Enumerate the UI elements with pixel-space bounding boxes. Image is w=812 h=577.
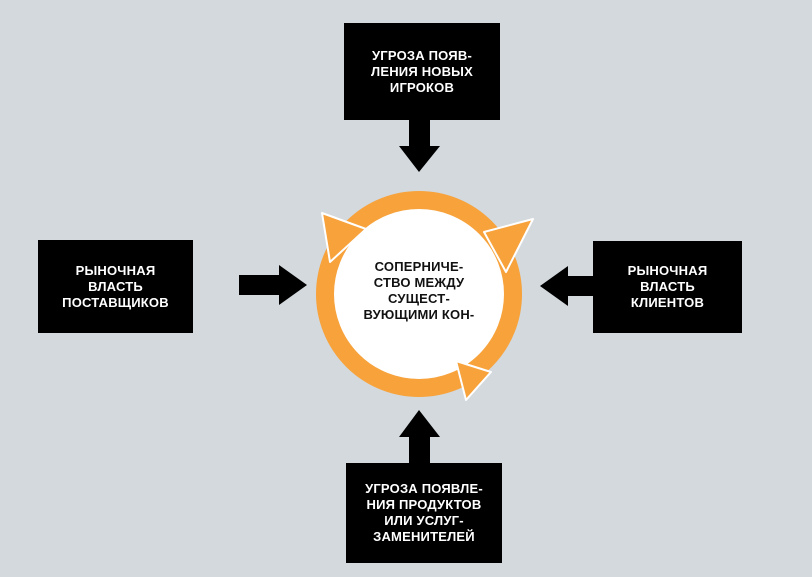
arrow-left-icon: [540, 266, 593, 306]
arrow-right-icon: [239, 265, 307, 305]
arrow-up-icon: [399, 410, 440, 463]
supplier-power-label: РЫНОЧНАЯ ВЛАСТЬ ПОСТАВЩИКОВ: [62, 262, 169, 310]
buyer-power-box: РЫНОЧНАЯ ВЛАСТЬ КЛИЕНТОВ: [593, 241, 742, 333]
supplier-power-box: РЫНОЧНАЯ ВЛАСТЬ ПОСТАВЩИКОВ: [38, 240, 193, 333]
ring-arrowhead-top-right: [483, 218, 534, 273]
substitutes-label: УГРОЗА ПОЯВЛЕ- НИЯ ПРОДУКТОВ ИЛИ УСЛУГ- …: [365, 481, 483, 544]
rivalry-center: СОПЕРНИЧЕ- СТВО МЕЖДУ СУЩЕСТ- ВУЮЩИМИ КО…: [348, 244, 490, 338]
center-circle: [325, 200, 513, 388]
rivalry-ring: [316, 191, 522, 397]
buyer-power-label: РЫНОЧНАЯ ВЛАСТЬ КЛИЕНТОВ: [627, 263, 708, 310]
new-entrants-box: УГРОЗА ПОЯВ- ЛЕНИЯ НОВЫХ ИГРОКОВ: [344, 23, 500, 120]
new-entrants-label: УГРОЗА ПОЯВ- ЛЕНИЯ НОВЫХ ИГРОКОВ: [371, 47, 473, 95]
rivalry-label: СОПЕРНИЧЕ- СТВО МЕЖДУ СУЩЕСТ- ВУЮЩИМИ КО…: [363, 259, 475, 322]
ring-arrowhead-left: [321, 212, 367, 263]
ring-arrowhead-bottom-right: [455, 360, 492, 401]
arrow-down-icon: [399, 120, 440, 172]
substitutes-box: УГРОЗА ПОЯВЛЕ- НИЯ ПРОДУКТОВ ИЛИ УСЛУГ- …: [346, 463, 502, 563]
